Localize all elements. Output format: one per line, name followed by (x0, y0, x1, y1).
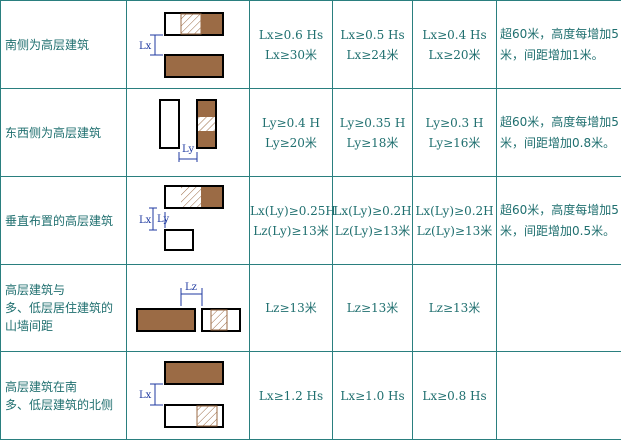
cell-formula: Lz≥13米 (333, 265, 413, 352)
cell-formula: Lx≥1.0 Hs (333, 352, 413, 440)
row-label: 高层建筑在南 多、低层建筑的北侧 (1, 352, 127, 440)
table-row: 高层建筑与 多、低层居住建筑的 山墙间距 Lz Lz≥13米 Lz≥13米 Lz… (1, 265, 621, 352)
cell-formula: Lx≥1.2 Hs (250, 352, 333, 440)
cell-formula: Lx≥0.8 Hs (413, 352, 497, 440)
cell-note (497, 265, 621, 352)
row-label: 南侧为高层建筑 (1, 1, 127, 89)
svg-text:Lx: Lx (139, 41, 152, 52)
table-row: 高层建筑在南 多、低层建筑的北侧 Lx Lx≥1.2 Hs Lx≥1.0 Hs … (1, 352, 621, 440)
row-label: 高层建筑与 多、低层居住建筑的 山墙间距 (1, 265, 127, 352)
cell-note: 超60米，高度每增加5米，间距增加1米。 (497, 1, 621, 89)
cell-note (497, 352, 621, 440)
svg-text:Lx: Lx (139, 215, 152, 226)
east-west-diagram: Ly (127, 90, 249, 176)
gable-spacing-diagram: Lz (127, 266, 249, 351)
diagram-east-west-high-rise: Ly (127, 89, 250, 177)
svg-text:Ly: Ly (157, 214, 169, 225)
svg-text:Lx: Lx (139, 390, 152, 401)
diagram-perpendicular-high-rise: Lx Ly (127, 177, 250, 265)
row-label: 垂直布置的高层建筑 (1, 177, 127, 265)
svg-text:Ly: Ly (182, 144, 194, 155)
cell-formula: Lz≥13米 (413, 265, 497, 352)
cell-note: 超60米，高度每增加5米，间距增加0.8米。 (497, 89, 621, 177)
cell-note: 超60米，高度每增加5米，间距增加0.5米。 (497, 177, 621, 265)
high-rise-south-diagram: Lx (127, 353, 249, 439)
south-high-rise-diagram: Lx (127, 2, 249, 88)
row-label: 东西侧为高层建筑 (1, 89, 127, 177)
diagram-high-rise-south: Lx (127, 352, 250, 440)
diagram-south-high-rise: Lx (127, 1, 250, 89)
perpendicular-diagram: Lx Ly (127, 178, 249, 264)
diagram-gable-spacing: Lz (127, 265, 250, 352)
svg-text:Lz: Lz (185, 282, 197, 293)
cell-formula: Lz≥13米 (250, 265, 333, 352)
